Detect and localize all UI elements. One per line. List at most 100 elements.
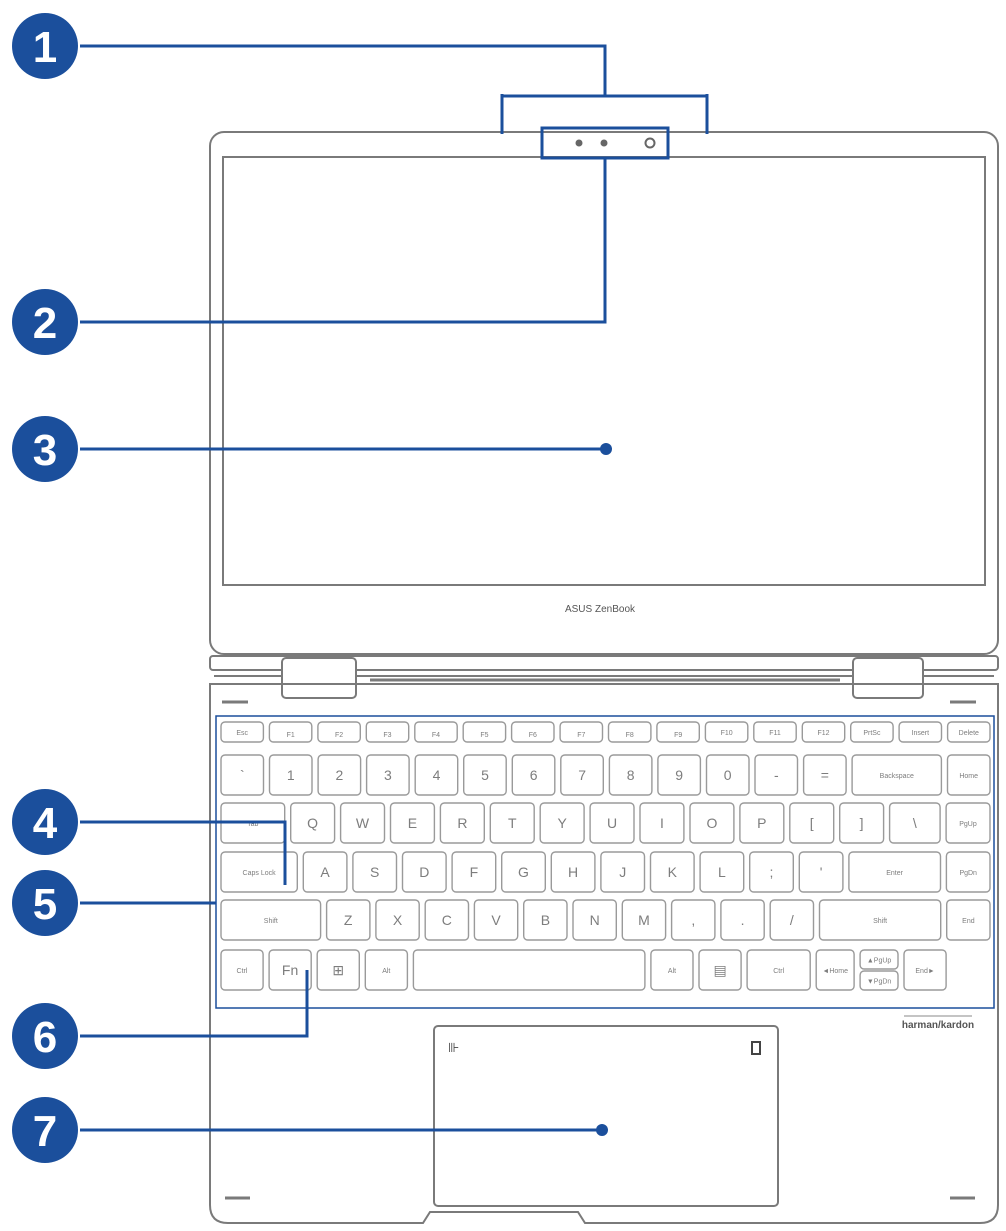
- key-home: [815, 949, 855, 991]
- key-label-m: M: [638, 912, 650, 928]
- key-6: [511, 754, 556, 796]
- key-pgdn: [859, 970, 899, 991]
- key-delete: [946, 721, 991, 743]
- key-label-a: A: [320, 864, 330, 880]
- key-label-end: End: [962, 918, 975, 925]
- key-label-k: K: [668, 864, 678, 880]
- key-label-v: V: [491, 912, 501, 928]
- key-label-enter: Enter: [886, 870, 903, 877]
- key-f6: [510, 721, 555, 743]
- svg-text:4: 4: [33, 799, 58, 848]
- key-label-f2: F2: [335, 732, 343, 739]
- key-label-j: J: [619, 864, 626, 880]
- key-ctrl: [220, 949, 264, 991]
- key-y: [539, 802, 585, 844]
- key-v: [473, 899, 519, 941]
- key-sym: [720, 899, 765, 941]
- key-label-ctrl: Ctrl: [773, 968, 784, 975]
- key-n: [572, 899, 617, 941]
- key-label-sym: ]: [860, 815, 864, 831]
- hinge-left: [281, 657, 357, 699]
- key-label-sym: .: [741, 912, 745, 928]
- key-label-pgup: ▲PgUp: [867, 958, 892, 965]
- key-4: [414, 754, 459, 796]
- key-f1: [268, 721, 313, 743]
- key-label-f6: F6: [529, 732, 537, 739]
- key-sym: [670, 899, 716, 941]
- key-label-f10: F10: [721, 730, 733, 737]
- key-3: [365, 754, 410, 796]
- key-label-4: 4: [433, 767, 441, 783]
- numberpad-icon: ⊪: [448, 1040, 459, 1055]
- key-label-sym: [: [810, 815, 814, 831]
- key-sym: [316, 949, 361, 991]
- key-5: [463, 754, 507, 796]
- key-label-p: P: [757, 815, 766, 831]
- key-label-delete: Delete: [959, 730, 979, 737]
- key-label-fn: Fn: [282, 962, 298, 978]
- key-label-u: U: [607, 815, 617, 831]
- key-label-home: Home: [959, 773, 978, 780]
- key-label-sym: ;: [770, 864, 774, 880]
- key-label-w: W: [356, 815, 370, 831]
- key-w: [339, 802, 386, 844]
- key-sym: [698, 949, 742, 991]
- svg-text:3: 3: [33, 426, 57, 475]
- key-sym: [769, 899, 815, 941]
- key-l: [699, 851, 745, 893]
- key-label-g: G: [518, 864, 529, 880]
- callout-5: 5: [12, 870, 78, 936]
- key-j: [600, 851, 646, 893]
- key-g: [501, 851, 547, 893]
- touchpad: ⊪: [433, 1025, 779, 1207]
- key-label-f5: F5: [480, 732, 488, 739]
- key-u: [589, 802, 635, 844]
- key-space: [412, 949, 646, 991]
- key-label-e: E: [408, 815, 417, 831]
- key-label-8: 8: [627, 767, 635, 783]
- key-shift: [818, 899, 942, 941]
- key-label-alt: Alt: [668, 968, 676, 975]
- key-label-2: 2: [336, 767, 344, 783]
- key-label-sym: ,: [691, 912, 695, 928]
- camera-sensor-icon: [575, 139, 583, 147]
- key-shift: [220, 899, 322, 941]
- key-label-l: L: [718, 864, 726, 880]
- key-label-sym: =: [821, 767, 829, 783]
- key-backspace: [851, 754, 943, 796]
- key-label-ctrl: Ctrl: [237, 968, 248, 975]
- key-x: [375, 899, 420, 941]
- key-label-f9: F9: [674, 732, 682, 739]
- key-i: [639, 802, 685, 844]
- key-e: [389, 802, 436, 844]
- key-label-h: H: [568, 864, 578, 880]
- leader-6: [80, 970, 309, 1038]
- key-label-c: C: [442, 912, 452, 928]
- svg-text:7: 7: [33, 1107, 57, 1156]
- key-label-3: 3: [384, 767, 392, 783]
- key-label-r: R: [457, 815, 467, 831]
- callout-3: 3: [12, 416, 78, 482]
- brand-logo: ASUS ZenBook: [565, 604, 636, 615]
- key-f10: [704, 721, 749, 743]
- key-label-sym: `: [240, 767, 245, 783]
- key-label-shift: Shift: [873, 918, 887, 925]
- key-label-0: 0: [724, 767, 732, 783]
- key-z: [325, 899, 371, 941]
- key-p: [739, 802, 785, 844]
- key-label-f12: F12: [817, 730, 829, 737]
- callout-4: 4: [12, 789, 78, 855]
- leader-endpoints: [596, 443, 612, 1136]
- key-label-f3: F3: [383, 732, 391, 739]
- key-d: [401, 851, 447, 893]
- laptop-base: [209, 683, 999, 1224]
- key-label-pgdn: PgDn: [959, 870, 977, 877]
- leader-3-dot: [600, 443, 612, 455]
- key-c: [424, 899, 470, 941]
- keyboard-region: [215, 715, 995, 1009]
- key-caps-lock: [220, 851, 299, 893]
- key-label-prtsc: PrtSc: [863, 730, 881, 737]
- key-label-insert: Insert: [912, 730, 930, 737]
- hinge: [209, 655, 999, 699]
